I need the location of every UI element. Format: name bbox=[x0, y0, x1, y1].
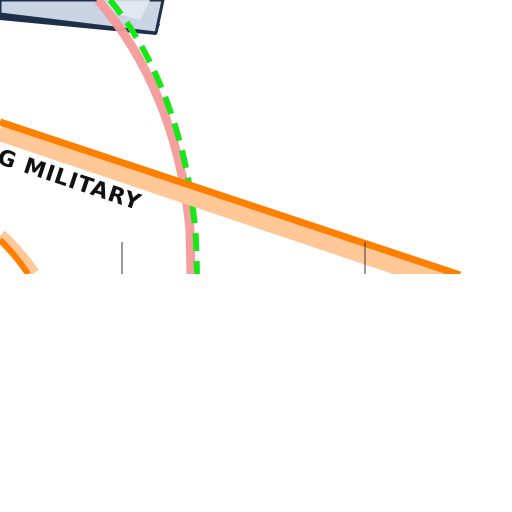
map-tile-area bbox=[0, 0, 512, 274]
building-highlight bbox=[96, 0, 150, 20]
primary-road[interactable] bbox=[0, 118, 464, 296]
green-dashed-route[interactable] bbox=[107, 0, 200, 275]
secondary-road[interactable] bbox=[0, 230, 39, 278]
primary-road-casing bbox=[0, 119, 464, 296]
pink-route[interactable] bbox=[94, 0, 196, 275]
primary-road-line bbox=[0, 118, 462, 279]
secondary-road-line bbox=[0, 237, 31, 276]
map-unloaded-area bbox=[0, 274, 512, 512]
